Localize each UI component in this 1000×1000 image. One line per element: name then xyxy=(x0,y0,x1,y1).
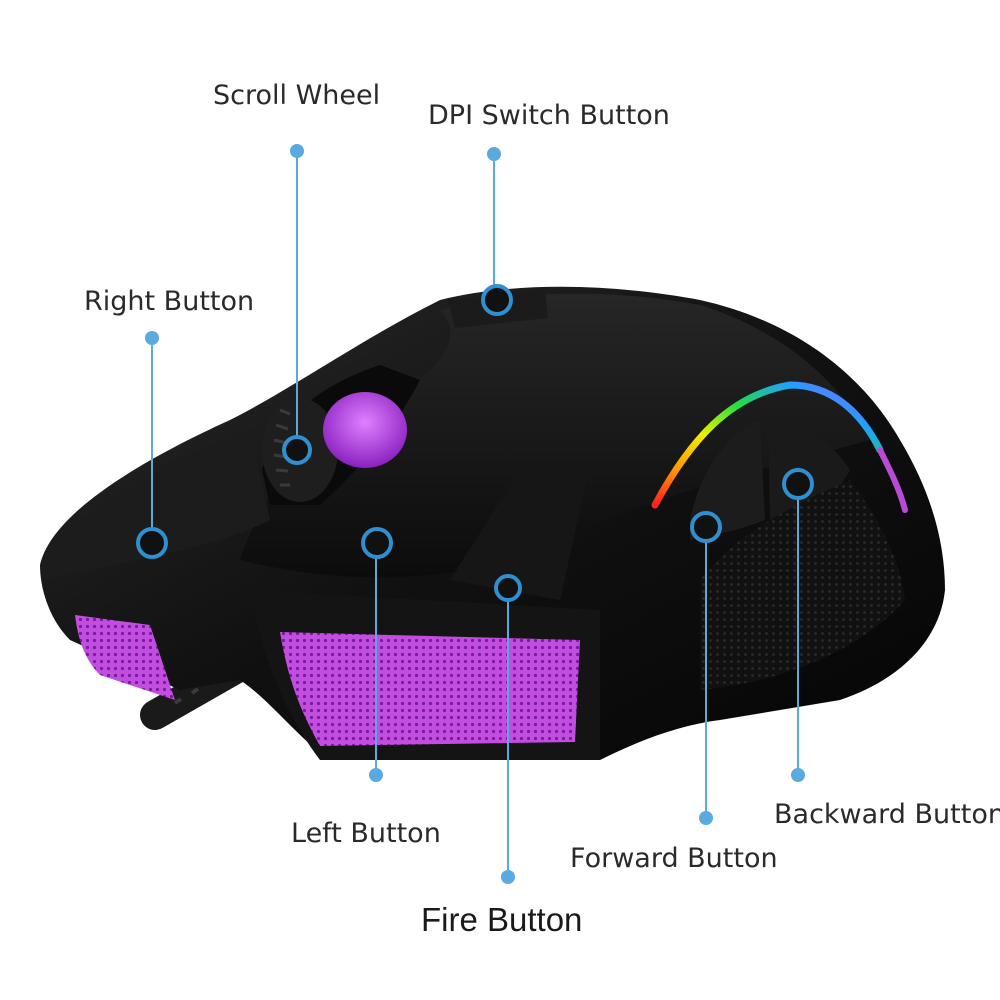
marker-scroll-wheel xyxy=(282,435,312,465)
forward-button-shape xyxy=(690,420,765,540)
marker-right-button xyxy=(136,527,168,559)
front-mesh-left-button xyxy=(280,632,580,746)
callout-markers xyxy=(136,284,814,602)
callout-lines xyxy=(151,151,799,877)
marker-left-button xyxy=(361,527,393,559)
marker-fire-button xyxy=(494,574,522,602)
label-fire-button: Fire Button xyxy=(421,901,583,938)
callout-dot-forward-button xyxy=(699,811,713,825)
label-dpi-switch-button: DPI Switch Button xyxy=(428,100,670,131)
callout-dots xyxy=(145,144,805,884)
label-left-button: Left Button xyxy=(291,818,441,849)
callout-dot-scroll-wheel xyxy=(290,144,304,158)
label-scroll-wheel: Scroll Wheel xyxy=(213,80,381,111)
callout-dot-dpi xyxy=(487,147,501,161)
marker-forward-button xyxy=(690,511,722,543)
callout-dot-fire-button xyxy=(501,870,515,884)
fire-button-shape xyxy=(450,465,590,600)
top-shell xyxy=(240,293,870,578)
side-grip-mesh xyxy=(700,480,905,690)
marker-backward-button xyxy=(782,468,814,500)
label-backward-button: Backward Button xyxy=(774,799,1000,830)
callout-dot-backward-button xyxy=(791,768,805,782)
marker-dpi xyxy=(481,284,513,316)
right-button-panel xyxy=(42,430,270,580)
scroll-wheel-ridges xyxy=(273,408,291,487)
cable-ribs xyxy=(173,667,234,705)
callout-dot-left-button xyxy=(369,768,383,782)
rgb-strip xyxy=(651,381,884,509)
callout-dot-right-button xyxy=(145,331,159,345)
label-right-button: Right Button xyxy=(84,286,255,317)
front-mesh-right-button xyxy=(75,615,175,700)
rgb-strip-tail xyxy=(877,447,908,513)
label-forward-button: Forward Button xyxy=(570,843,778,874)
wheel-glow xyxy=(323,392,407,468)
